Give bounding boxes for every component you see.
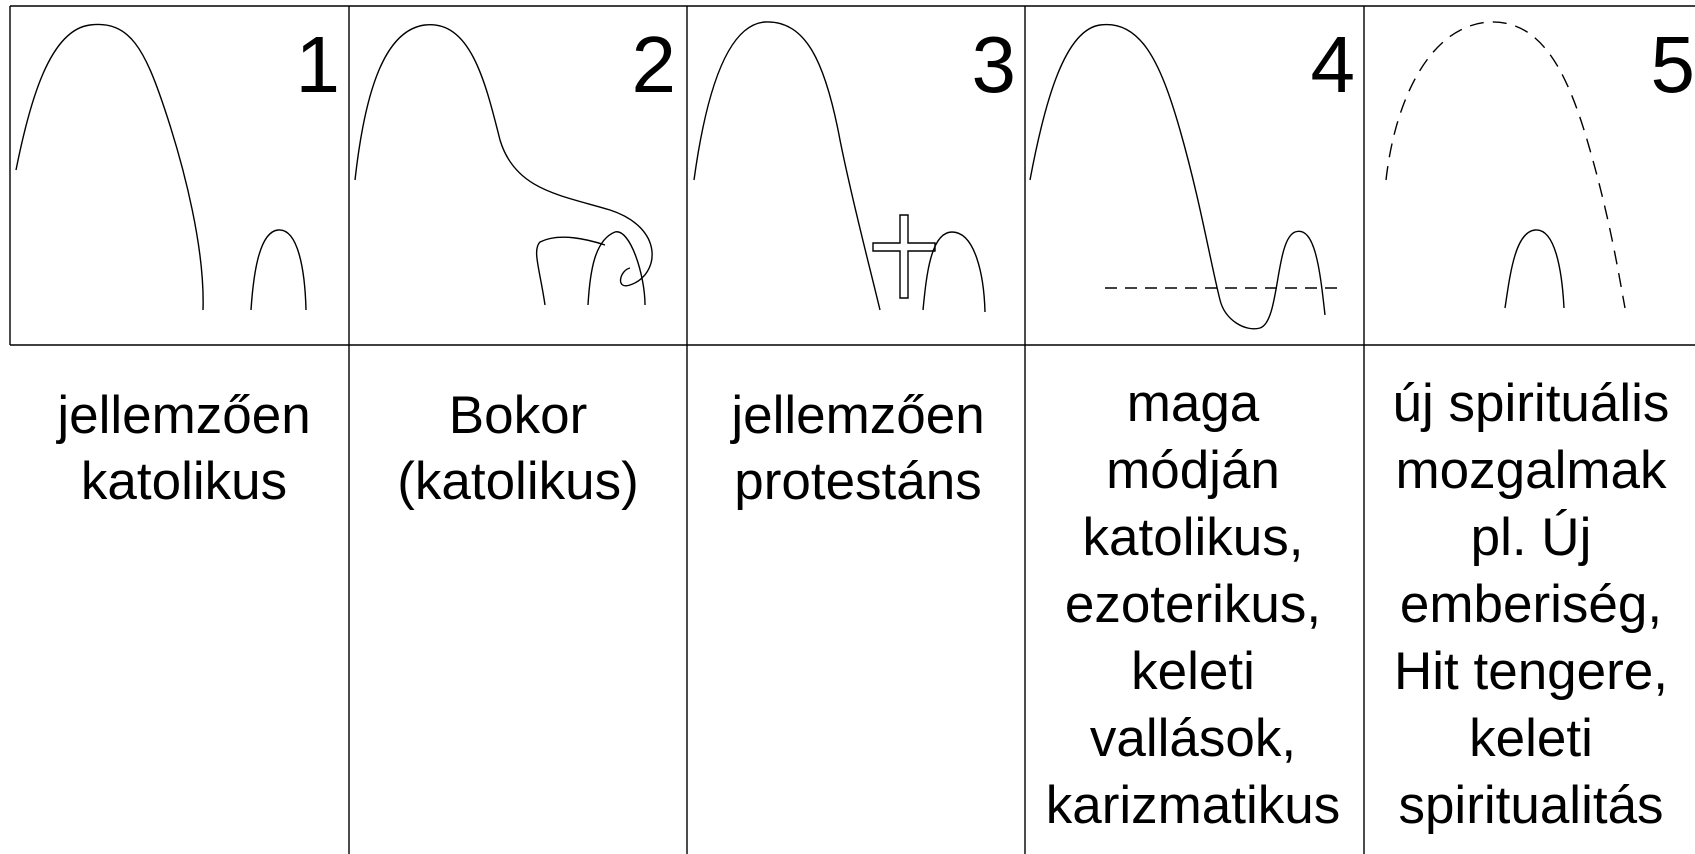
panel-2-drawing [354,24,653,306]
panel-5: 5 új spirituális mozgalmak pl. Új emberi… [1385,20,1695,835]
panel-2-caption-line-2: (katolikus) [397,452,639,511]
panel-4-caption-line-2: módján [1106,441,1280,500]
panel-5-caption-line-4: emberiség, [1400,575,1662,634]
panel-1-caption-line-2: katolikus [81,452,287,511]
panel-3-small-arch [922,231,986,313]
panel-3-drawing [693,21,986,313]
panel-2-left-stem [535,236,606,306]
panel-4-caption-line-4: ezoterikus, [1065,575,1321,634]
panel-1-drawing [15,23,307,311]
panel-3-number: 3 [972,20,1017,109]
panel-1: 1 jellemzően katolikus [15,20,341,511]
panel-3-cross-icon [872,214,936,299]
panel-3: 3 jellemzően protestáns [693,20,1017,511]
panel-1-caption-line-1: jellemzően [55,386,310,445]
panel-4: 4 maga módján katolikus, ezoterikus, kel… [1029,20,1356,835]
panel-2-bush-outline [354,24,653,287]
panel-2-caption-line-1: Bokor [449,386,587,445]
panel-5-number: 5 [1651,20,1695,109]
panel-4-wave-line [1029,23,1326,330]
panel-5-small-arch [1504,229,1565,309]
panel-4-drawing [1029,23,1345,330]
panel-5-caption-line-5: Hit tengere, [1394,642,1668,701]
panel-5-drawing [1385,21,1626,309]
panel-4-caption-line-3: katolikus, [1083,508,1304,567]
panel-2-number: 2 [632,20,677,109]
panel-5-caption-line-2: mozgalmak [1396,441,1667,500]
panel-4-caption-line-6: vallások, [1090,709,1296,768]
grid-lines [9,5,1695,854]
panel-1-number: 1 [296,20,341,109]
panel-5-caption-line-7: spiritualitás [1398,776,1663,835]
panel-4-caption-line-1: maga [1127,374,1260,433]
panel-1-small-arch [250,229,307,311]
panel-3-caption-line-2: protestáns [734,452,981,511]
panel-5-caption-line-1: új spirituális [1393,374,1670,433]
panel-5-caption-line-6: keleti [1469,709,1593,768]
panel-4-caption-line-5: keleti [1131,642,1255,701]
panel-5-caption-line-3: pl. Új [1471,508,1592,567]
panel-3-large-arch [693,21,881,311]
panel-3-caption-line-1: jellemzően [729,386,984,445]
panel-4-caption-line-7: karizmatikus [1046,776,1341,835]
panel-4-number: 4 [1311,20,1356,109]
panel-2-right-stem [587,231,646,306]
panel-1-large-arch [15,23,204,311]
panel-2: 2 Bokor (katolikus) [354,20,677,511]
panel-5-dashed-arch [1385,21,1626,309]
